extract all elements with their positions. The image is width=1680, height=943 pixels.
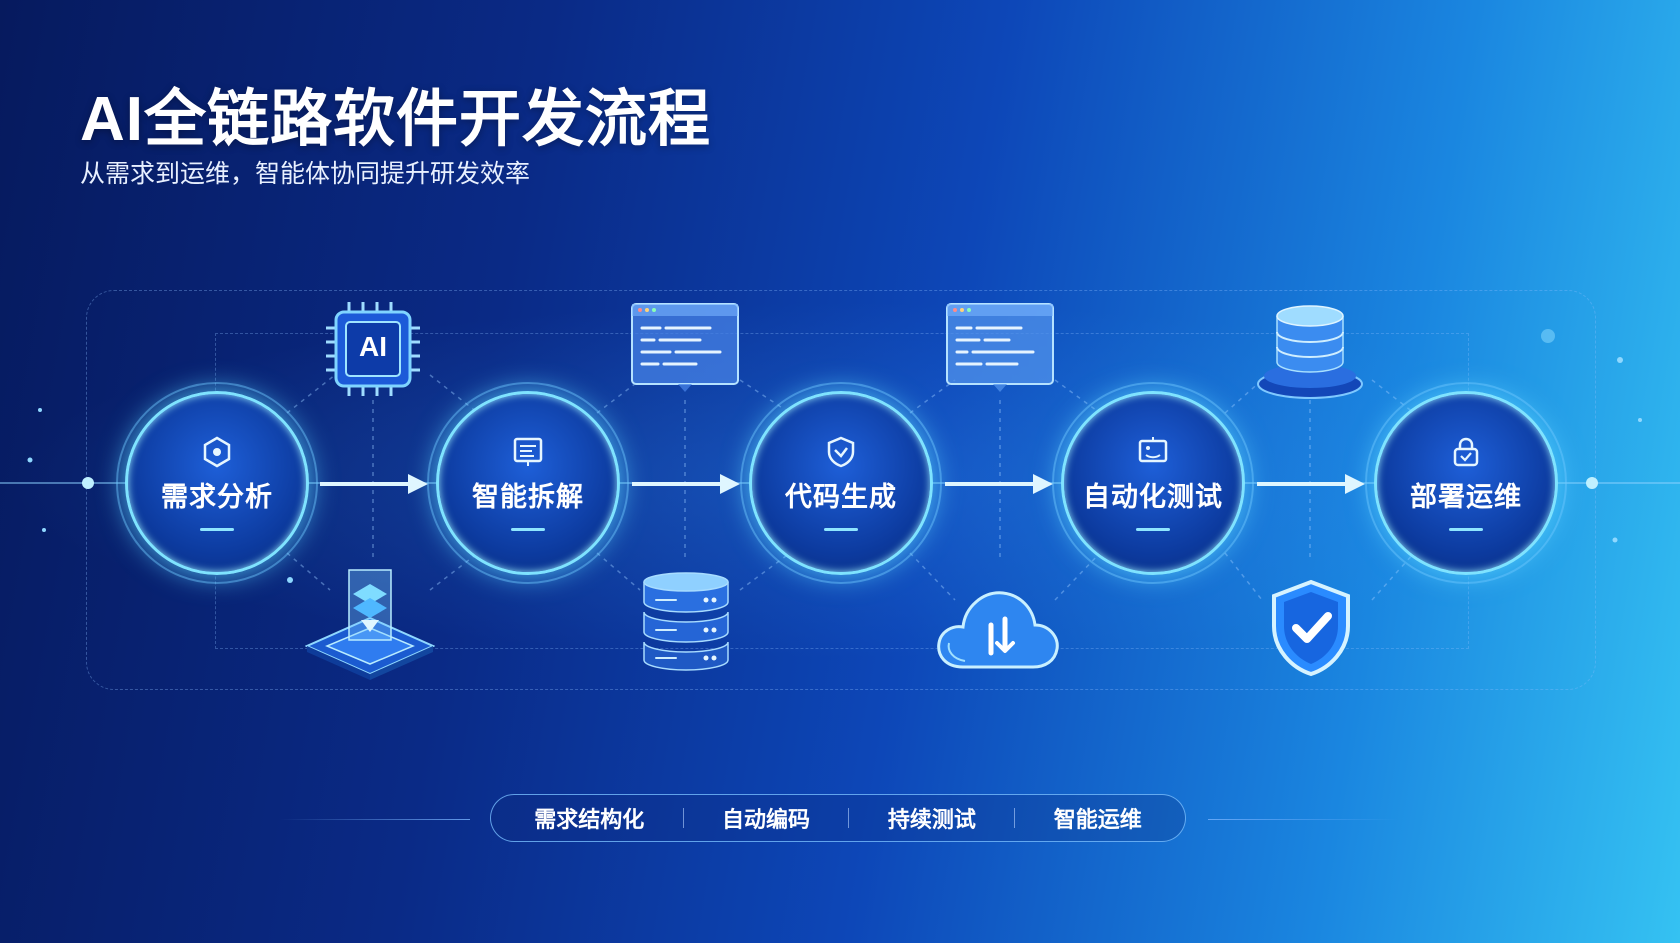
monitor-icon <box>1138 437 1168 463</box>
bottom-bar-right-line <box>1208 819 1398 820</box>
bottom-tab[interactable]: 自动编码 <box>722 807 811 832</box>
step-label: 智能拆解 <box>472 482 584 512</box>
code-window-icon <box>945 302 1055 394</box>
axis-dot-right <box>1586 477 1598 489</box>
tab-separator <box>848 808 850 828</box>
bottom-tab[interactable]: 持续测试 <box>887 807 976 832</box>
server-stack-icon <box>640 572 732 672</box>
document-icon <box>513 437 543 466</box>
step-underline <box>1449 528 1483 531</box>
step-label: 部署运维 <box>1410 482 1522 512</box>
step-label: 需求分析 <box>161 482 273 512</box>
isometric-layers-icon <box>304 562 436 682</box>
step-node-5[interactable]: 部署运维 <box>1365 382 1567 584</box>
step-underline <box>1136 528 1170 531</box>
step-node-4[interactable]: 自动化测试 <box>1052 382 1254 584</box>
bottom-bar-left-line <box>280 819 470 820</box>
step-label: 自动化测试 <box>1083 482 1223 512</box>
step-node-3[interactable]: 代码生成 <box>740 382 942 584</box>
lock-icon <box>1453 437 1479 467</box>
shield-code-icon <box>827 436 855 468</box>
ai-chip-icon: AI <box>324 300 422 398</box>
tab-separator <box>682 808 684 828</box>
security-shield-icon <box>1268 578 1354 678</box>
cloud-upload-icon <box>935 585 1061 671</box>
bottom-tab-bar: 需求结构化 自动编码 持续测试 智能运维 <box>490 794 1186 842</box>
code-window-icon <box>630 302 740 394</box>
bottom-tab[interactable]: 智能运维 <box>1053 807 1142 832</box>
tab-separator <box>1014 808 1016 828</box>
hexagon-icon <box>203 436 231 468</box>
step-node-1[interactable]: 需求分析 <box>116 382 318 584</box>
step-label: 代码生成 <box>785 482 897 512</box>
step-underline <box>200 528 234 531</box>
flow-arrow-4 <box>1257 474 1365 494</box>
step-underline <box>824 528 858 531</box>
bottom-tab[interactable]: 需求结构化 <box>534 807 645 832</box>
step-underline <box>511 528 545 531</box>
page-subtitle: 从需求到运维，智能体协同提升研发效率 <box>80 160 531 188</box>
ai-chip-label: AI <box>359 331 387 362</box>
axis-dot-left <box>82 477 94 489</box>
database-platform-icon <box>1255 302 1365 402</box>
flow-arrow-1 <box>320 474 428 494</box>
page-title: AI全链路软件开发流程 <box>80 85 712 154</box>
flow-arrow-2 <box>632 474 740 494</box>
outer-dashed-frame <box>86 290 1596 690</box>
step-node-2[interactable]: 智能拆解 <box>427 382 629 584</box>
flow-arrow-3 <box>945 474 1053 494</box>
